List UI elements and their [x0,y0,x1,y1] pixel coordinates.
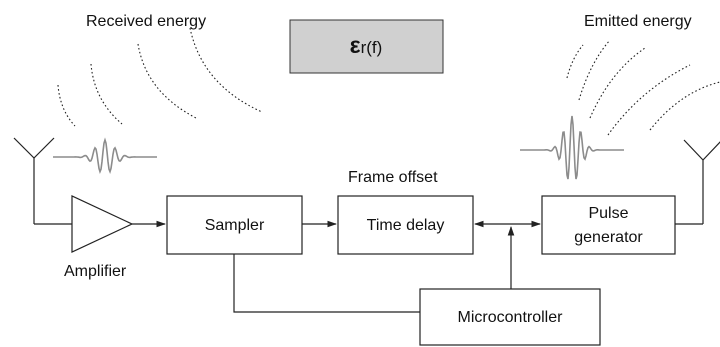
pulse-generator-label-line1: Pulse [588,205,628,222]
permittivity-argument: (f) [366,38,382,57]
frame-offset-label: Frame offset [348,169,438,186]
sampler-label: Sampler [205,217,265,234]
permittivity-symbol: ε [350,32,361,58]
pulse-generator-block [541,195,676,255]
permittivity-label: εr(f) [350,32,383,58]
sampler-block [166,195,303,255]
emitted-wave-arcs [566,39,720,136]
received-wave-arcs [57,27,263,127]
permittivity-box [289,19,444,74]
received-pulse-waveform [53,137,157,174]
time-delay-block [337,195,474,255]
microcontroller-label: Microcontroller [458,309,564,326]
transmit-antenna-icon [683,139,720,224]
amplifier-label: Amplifier [64,263,127,280]
sampler-to-microcontroller-wire [233,254,420,313]
emitted-pulse-waveform [520,115,624,180]
received-energy-label: Received energy [86,13,206,30]
pulse-generator-label-line2: generator [574,229,643,246]
microcontroller-block [419,288,601,346]
amplifier-icon [71,195,134,253]
permittivity-subscript: r [361,38,367,57]
emitted-energy-label: Emitted energy [584,13,692,30]
time-delay-label: Time delay [367,217,445,234]
receive-antenna-icon [13,137,55,224]
